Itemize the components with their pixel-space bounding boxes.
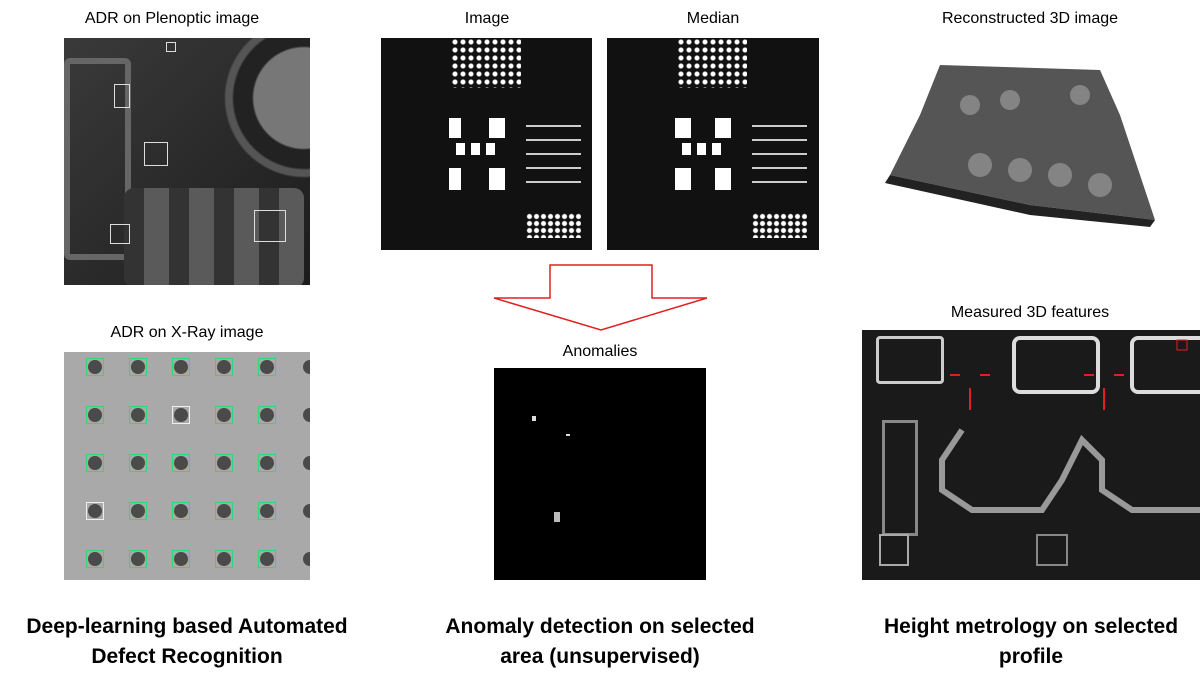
anomalies-image [494,368,706,580]
median-image [607,38,819,250]
anomalies-title: Anomalies [562,343,638,360]
anomaly-caption-line1: Anomaly detection on selected [445,615,755,638]
reconstructed-3d-image [885,65,1155,227]
xray-bump [217,456,231,470]
xray-bump [260,504,274,518]
xray-bump [174,504,188,518]
detection-box [172,454,190,472]
xray-bump [303,552,310,566]
median-title: Median [686,10,740,27]
detection-box [129,358,147,376]
xray-bump [88,360,102,374]
down-arrow [493,264,708,331]
detection-box [258,550,276,568]
xray-image [64,352,310,580]
detection-box [86,502,104,520]
detection-box [215,550,233,568]
detection-box [258,502,276,520]
xray-bump [217,408,231,422]
plenoptic-image [64,38,310,285]
xray-bump [260,552,274,566]
xray-bump [174,408,188,422]
reconstructed-title: Reconstructed 3D image [941,10,1119,27]
adr-caption-line1: Deep-learning based Automated [26,615,348,638]
detection-box [129,454,147,472]
image-title: Image [464,10,510,27]
detection-box [215,454,233,472]
measured-title: Measured 3D features [950,304,1110,321]
defect-box [144,142,168,166]
detection-box [86,454,104,472]
xray-bump [303,360,310,374]
defect-box [114,84,130,108]
xray-bump [88,552,102,566]
xray-bump [303,456,310,470]
anomaly-caption-line2: area (unsupervised) [500,645,700,668]
xray-bump [88,456,102,470]
height-caption: Height metrology on selected profile [841,612,1200,672]
xray-bump [217,360,231,374]
xray-bump [217,504,231,518]
defect-box [110,224,130,244]
xray-bump [88,408,102,422]
detection-box [215,358,233,376]
plenoptic-title: ADR on Plenoptic image [84,10,260,27]
height-caption-line1: Height metrology on selected [883,615,1179,638]
detection-box [86,406,104,424]
detection-box [215,406,233,424]
xray-bump [131,504,145,518]
xray-bump [131,552,145,566]
height-caption-line2: profile [998,645,1064,668]
detection-box [215,502,233,520]
input-image [381,38,592,250]
xray-bump [131,360,145,374]
detection-box [258,406,276,424]
measured-3d-image [862,330,1200,580]
detection-box [172,406,190,424]
detection-box [129,502,147,520]
adr-caption-line2: Defect Recognition [91,645,283,668]
detection-box [172,502,190,520]
detection-box [129,406,147,424]
detection-box [258,358,276,376]
xray-bump [174,552,188,566]
detection-box [86,358,104,376]
xray-bump [260,408,274,422]
detection-box [172,550,190,568]
xray-bump [131,408,145,422]
xray-bump [217,552,231,566]
detection-box [172,358,190,376]
defect-box [166,42,176,52]
anomaly-caption: Anomaly detection on selected area (unsup… [410,612,790,672]
xray-bump [260,360,274,374]
xray-bump [174,360,188,374]
detection-box [86,550,104,568]
detection-box [129,550,147,568]
defect-box [254,210,286,242]
xray-bump [303,408,310,422]
xray-title: ADR on X-Ray image [110,324,264,341]
xray-bump [131,456,145,470]
detection-box [258,454,276,472]
xray-bump [174,456,188,470]
xray-bump [260,456,274,470]
xray-bump [88,504,102,518]
xray-bump [303,504,310,518]
